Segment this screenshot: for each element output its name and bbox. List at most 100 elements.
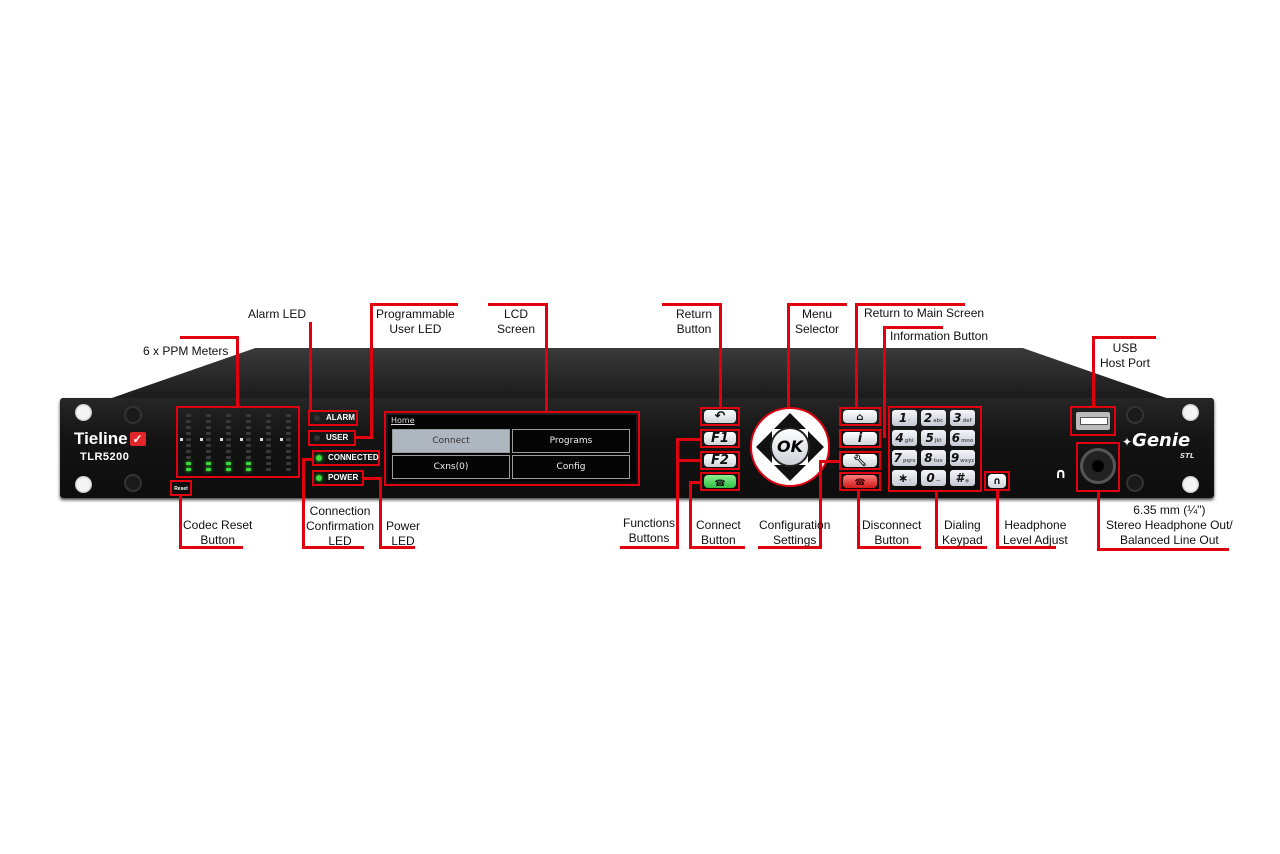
ppm-segment xyxy=(206,426,211,429)
keypad-key[interactable]: 3def xyxy=(950,410,975,426)
callout-line-2: Screen xyxy=(497,322,536,336)
panel-screw xyxy=(1126,406,1144,424)
lcd-programs-button[interactable]: Programs xyxy=(512,429,630,453)
callout-menu: Menu Selector xyxy=(795,307,839,337)
ppm-marker xyxy=(260,438,263,441)
headphone-level-button[interactable]: ∩ xyxy=(988,474,1006,488)
callout-line xyxy=(302,458,312,461)
return-button[interactable]: ↶ xyxy=(704,410,736,423)
callout-line xyxy=(857,546,921,549)
callout-line-1: Dialing xyxy=(944,518,981,532)
ppm-segment xyxy=(186,438,191,441)
callout-line-2: User LED xyxy=(389,322,442,336)
f1-button[interactable]: F1 xyxy=(704,432,736,445)
phone-hangup-icon: ☎ xyxy=(854,478,866,488)
right-arrow-icon[interactable] xyxy=(808,431,824,463)
callout-line xyxy=(676,459,700,462)
callout-line-1: Connection xyxy=(309,504,371,518)
keypad-key-sub: mno xyxy=(961,438,974,444)
headphone-jack[interactable] xyxy=(1080,448,1116,484)
rack-hole xyxy=(75,476,92,493)
lcd-breadcrumb[interactable]: Home xyxy=(391,416,415,425)
down-arrow-icon[interactable] xyxy=(774,465,806,481)
callout-line xyxy=(620,546,679,549)
callout-line-2: Buttons xyxy=(628,531,670,545)
keypad-key[interactable]: 6mno xyxy=(950,430,975,446)
info-button[interactable]: i xyxy=(843,432,877,445)
callout-dialing: Dialing Keypad xyxy=(942,518,983,548)
keypad-key[interactable]: ∗· xyxy=(892,470,917,486)
reset-button[interactable]: Reset xyxy=(174,483,188,493)
chassis-top xyxy=(106,348,1172,400)
keypad-key[interactable]: 7pqrs xyxy=(892,450,917,466)
callout-line-1: Codec Reset xyxy=(183,518,253,532)
callout-line-2: Confirmation xyxy=(306,519,375,533)
keypad-key-label: 5 xyxy=(925,431,934,445)
callout-line-2: Button xyxy=(701,533,736,547)
home-button[interactable]: ⌂ xyxy=(843,410,877,423)
lcd-connect-button[interactable]: Connect xyxy=(392,429,510,453)
ok-label: OK xyxy=(777,437,803,456)
ppm-segment xyxy=(266,462,271,465)
keypad-key[interactable]: 4ghi xyxy=(892,430,917,446)
config-button[interactable]: 🔧︎ xyxy=(843,454,877,467)
callout-line-1: USB xyxy=(1112,341,1138,355)
callout-line xyxy=(689,481,692,548)
callout-reset: Codec Reset Button xyxy=(183,518,252,548)
callout-connect: Connect Button xyxy=(696,518,741,548)
keypad-key[interactable]: 8tuv xyxy=(921,450,946,466)
keypad-key[interactable]: #◉ xyxy=(950,470,975,486)
ok-button[interactable]: OK xyxy=(770,427,810,467)
keypad-key[interactable]: 1· xyxy=(892,410,917,426)
ppm-marker xyxy=(280,438,283,441)
f1-highlight xyxy=(700,429,740,448)
keypad-key[interactable]: 9wxyz xyxy=(950,450,975,466)
power-led-dot xyxy=(316,475,322,481)
front-panel xyxy=(60,398,1214,498)
keypad-key[interactable]: 2abc xyxy=(921,410,946,426)
ppm-segment xyxy=(226,438,231,441)
ppm-segment xyxy=(206,432,211,435)
lcd-cxns-button[interactable]: Cxns(0) xyxy=(392,455,510,479)
keypad-key[interactable]: 5jkl xyxy=(921,430,946,446)
headphone-icon: ∩ xyxy=(992,476,1002,487)
ppm-segment xyxy=(206,462,211,465)
callout-lcd: LCD Screen xyxy=(497,307,535,337)
connect-button[interactable]: ☎ xyxy=(704,475,736,489)
callout-return: Return Button xyxy=(676,307,712,337)
callout-line xyxy=(787,303,790,407)
lcd-config-button[interactable]: Config xyxy=(512,455,630,479)
ppm-segment xyxy=(206,468,211,471)
ppm-segment xyxy=(186,462,191,465)
wrench-icon: 🔧︎ xyxy=(853,454,867,467)
disconnect-button[interactable]: ☎ xyxy=(843,475,877,488)
keypad-key-label: 9 xyxy=(950,451,960,465)
up-arrow-icon[interactable] xyxy=(774,413,806,429)
callout-line xyxy=(855,303,858,407)
ppm-segment xyxy=(246,438,251,441)
f2-button[interactable]: F2 xyxy=(704,454,736,467)
callout-line-1: Return xyxy=(676,307,713,321)
callout-connection: Connection Confirmation LED xyxy=(306,504,374,549)
ppm-segment xyxy=(206,450,211,453)
alarm-led: ALARM xyxy=(310,411,355,425)
genie-name: Genie xyxy=(1132,430,1191,451)
callout-line xyxy=(996,546,1056,549)
genie-sub: STL xyxy=(1180,452,1195,460)
config-highlight xyxy=(839,451,881,470)
keypad-key-sub: tuv xyxy=(933,458,943,464)
usb-port[interactable] xyxy=(1076,412,1110,430)
callout-usb: USB Host Port xyxy=(1100,341,1150,371)
genie-lamp-icon: ✦ xyxy=(1122,435,1133,449)
ppm-segment xyxy=(226,414,231,417)
keypad-key-sub: · xyxy=(908,418,911,424)
ppm-meters-highlight xyxy=(176,406,300,478)
connected-led-highlight xyxy=(312,450,380,466)
callout-config: Configuration Settings xyxy=(759,518,830,548)
callout-line xyxy=(676,438,679,548)
keypad-key-label: # xyxy=(955,471,964,485)
user-led-label: USER xyxy=(326,433,349,442)
usb-slot xyxy=(1080,417,1108,425)
left-arrow-icon[interactable] xyxy=(756,431,772,463)
keypad-key[interactable]: 0— xyxy=(921,470,946,486)
